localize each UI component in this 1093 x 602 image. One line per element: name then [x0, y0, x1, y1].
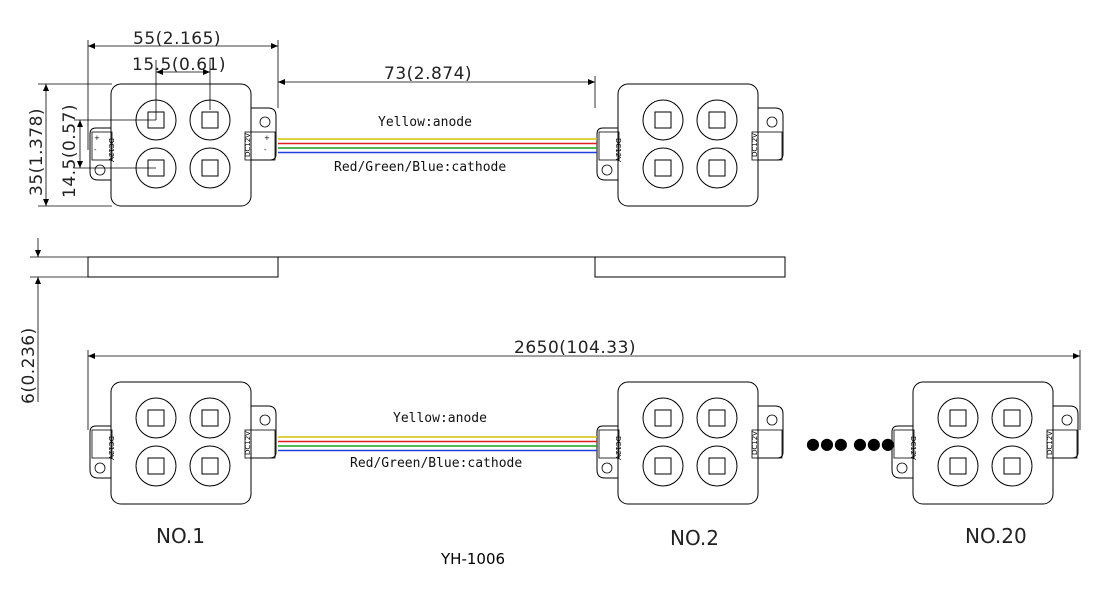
voltage-label: DC12V	[614, 138, 622, 162]
voltage-label: DC12V	[751, 431, 759, 455]
module-number-2: NO.2	[670, 526, 719, 550]
model-number: YH-1006	[440, 550, 505, 568]
cathode-label: Red/Green/Blue:cathode	[334, 160, 506, 175]
wires-top	[278, 138, 597, 154]
cathode-label: Red/Green/Blue:cathode	[350, 456, 522, 471]
dim-module-width: 55(2.165)	[133, 29, 221, 49]
dim-led-pitch-y: 14.5(0.57)	[60, 104, 80, 198]
anode-label: Yellow:anode	[393, 411, 487, 426]
dim-led-pitch-x: 15.5(0.61)	[132, 55, 226, 75]
module-number-1: NO.1	[156, 524, 205, 548]
voltage-label: DC12V	[751, 133, 759, 157]
dim-module-height: 35(1.378)	[27, 108, 47, 196]
side-view	[30, 238, 786, 402]
dim-thickness: 6(0.236)	[19, 327, 39, 404]
module-number-20: NO.20	[965, 524, 1027, 548]
voltage-label: DC12V	[909, 436, 917, 460]
voltage-label: DC12V	[107, 138, 115, 162]
wires-bottom	[278, 436, 597, 452]
dim-wire-length: 73(2.874)	[384, 64, 472, 84]
minus-label: -	[94, 146, 97, 154]
minus-label: -	[264, 146, 267, 154]
voltage-label: DC12V	[244, 431, 252, 455]
anode-label: Yellow:anode	[378, 115, 472, 130]
chain-ellipsis: ●●● ●●●	[806, 434, 895, 453]
plus-label: +	[94, 134, 100, 142]
dim-total-length: 2650(104.33)	[514, 338, 636, 358]
voltage-label: DC12V	[614, 436, 622, 460]
voltage-label: DC12V	[107, 436, 115, 460]
voltage-label: DC12V	[244, 133, 252, 157]
plus-label: +	[264, 134, 270, 142]
voltage-label: DC12V	[1046, 431, 1054, 455]
